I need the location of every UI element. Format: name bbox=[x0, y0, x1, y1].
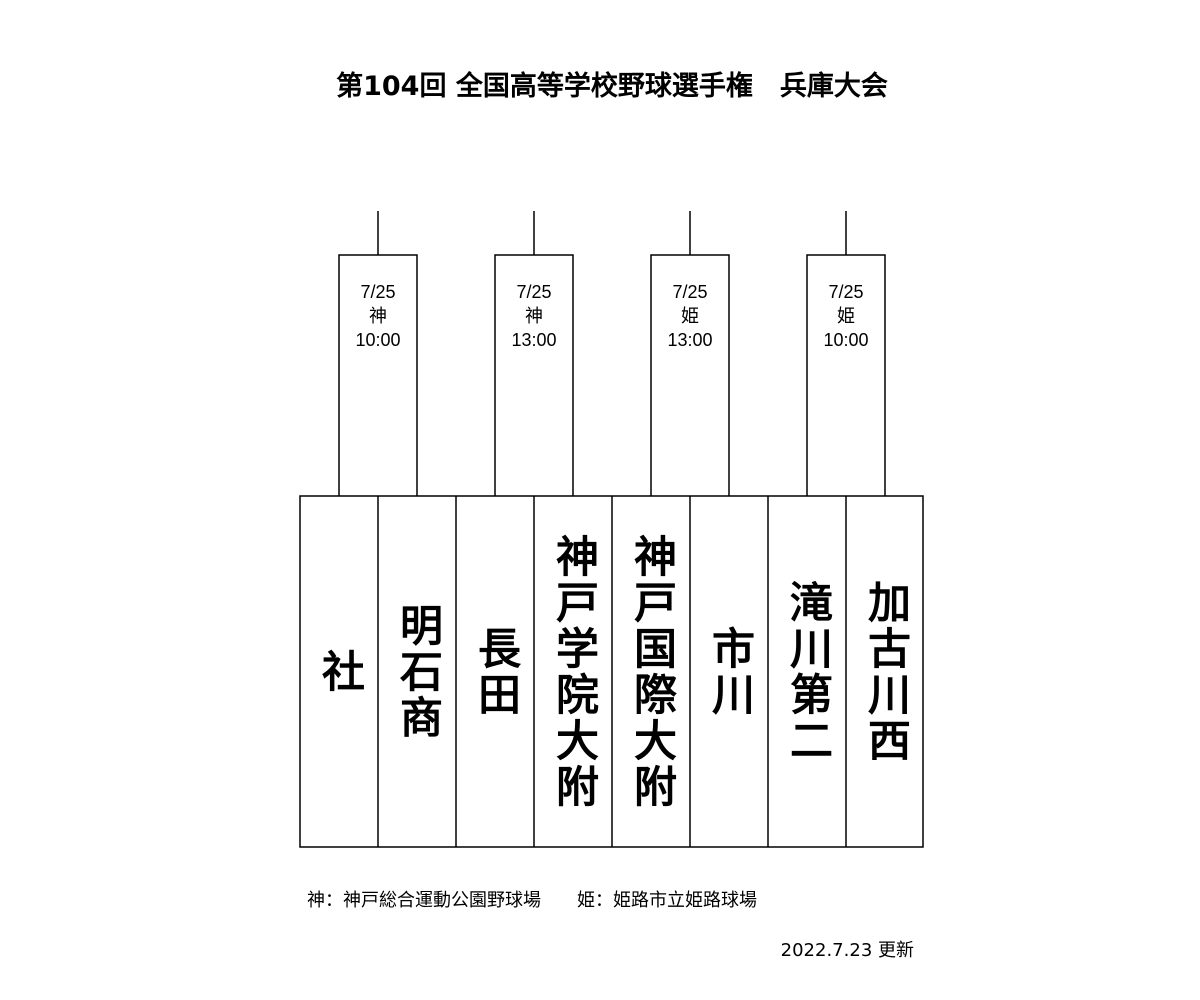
team-box: 明石商 bbox=[378, 496, 456, 847]
team-name-4: 神戸学院大附 bbox=[548, 533, 599, 810]
venue-legend: 神：神戸総合運動公園野球場 姫：姫路市立姫路球場 bbox=[307, 890, 757, 911]
team-name-1: 社 bbox=[314, 648, 365, 695]
team-box: 滝川第二 bbox=[768, 496, 846, 847]
match-4-venue: 姫 bbox=[837, 306, 855, 326]
team-box: 神戸国際大附 bbox=[612, 496, 690, 847]
team-name-3: 長田 bbox=[470, 625, 521, 718]
match-1-venue: 神 bbox=[369, 306, 387, 326]
match-4-bracket bbox=[806, 254, 886, 496]
match-3-date: 7/25 bbox=[672, 282, 708, 302]
team-name-2: 明石商 bbox=[392, 602, 443, 741]
team-name-5: 神戸国際大附 bbox=[626, 533, 677, 810]
match-1-date: 7/25 bbox=[360, 282, 396, 302]
team-box: 市川 bbox=[690, 496, 768, 847]
match-2-date: 7/25 bbox=[516, 282, 552, 302]
match-4-date: 7/25 bbox=[828, 282, 864, 302]
page-title: 第104回 全国高等学校野球選手権 兵庫大会 bbox=[336, 71, 888, 102]
team-box: 神戸学院大附 bbox=[534, 496, 612, 847]
match-3-venue: 姫 bbox=[681, 306, 699, 326]
team-box: 加古川西 bbox=[846, 496, 924, 847]
match-4-time: 10:00 bbox=[823, 330, 869, 350]
match-4-info: 7/25 姫 10:00 bbox=[807, 280, 885, 352]
match-3-time: 13:00 bbox=[667, 330, 713, 350]
team-name-8: 加古川西 bbox=[860, 579, 911, 764]
match-1-bracket bbox=[338, 254, 418, 496]
match-3-bracket bbox=[650, 254, 730, 496]
match-3-info: 7/25 姫 13:00 bbox=[651, 280, 729, 352]
team-name-7: 滝川第二 bbox=[782, 579, 833, 764]
match-1-info: 7/25 神 10:00 bbox=[339, 280, 417, 352]
team-box: 社 bbox=[300, 496, 378, 847]
team-box: 長田 bbox=[456, 496, 534, 847]
match-2-info: 7/25 神 13:00 bbox=[495, 280, 573, 352]
team-name-6: 市川 bbox=[704, 625, 755, 718]
match-2-bracket bbox=[494, 254, 574, 496]
match-2-venue: 神 bbox=[525, 306, 543, 326]
match-1-time: 10:00 bbox=[355, 330, 401, 350]
match-2-time: 13:00 bbox=[511, 330, 557, 350]
updated-date: 2022.7.23 更新 bbox=[780, 940, 914, 961]
